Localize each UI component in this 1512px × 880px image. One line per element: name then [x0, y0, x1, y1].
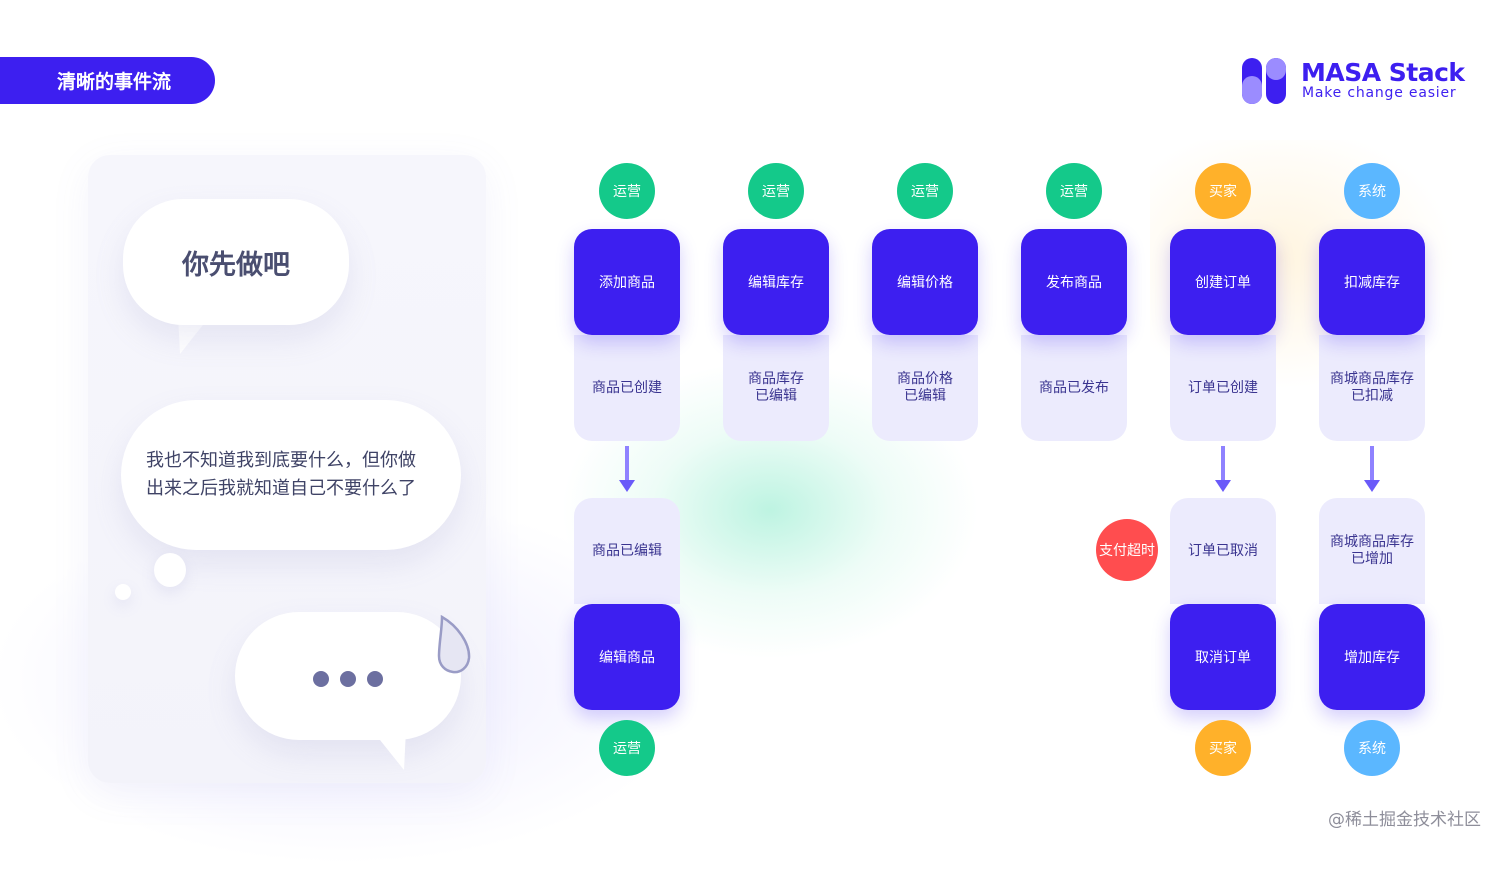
flow-arrow-down	[619, 446, 635, 492]
bubble-text: 你先做吧	[182, 249, 290, 281]
event-label: 商品价格已编辑	[897, 371, 953, 405]
command-label: 编辑价格	[897, 275, 953, 291]
speech-bubble-dont-know: 我也不知道我到底要什么，但你做 出来之后我就知道自己不要什么了	[121, 400, 461, 550]
page-title: 清晰的事件流	[0, 57, 215, 104]
bubble-tail	[178, 316, 210, 354]
domain-event: 商品库存已编辑	[723, 335, 829, 441]
command-label: 取消订单	[1195, 650, 1251, 666]
event-label: 订单已创建	[1188, 379, 1258, 396]
role-buyer: 买家	[1195, 163, 1251, 219]
event-label: 商品库存已编辑	[748, 371, 804, 405]
logo-tagline: Make change easier	[1302, 85, 1457, 101]
speech-bubble-do-it-first: 你先做吧	[123, 199, 349, 325]
event-label: 商城商品库存已增加	[1330, 534, 1414, 568]
command-label: 添加商品	[599, 275, 655, 291]
command-card: 添加商品	[574, 229, 680, 335]
bubble-tail	[372, 730, 406, 770]
event-label: 商品已创建	[592, 379, 662, 396]
logo: MASA Stack Make change easier	[1240, 56, 1470, 106]
role-operator: 运营	[1046, 163, 1102, 219]
role-system: 系统	[1344, 720, 1400, 776]
event-label-line: 商城商品库存	[1330, 534, 1414, 550]
trigger-timeout: 支付超时	[1096, 519, 1158, 581]
role-system: 系统	[1344, 163, 1400, 219]
event-label: 商品已编辑	[592, 542, 662, 559]
event-label: 商品已发布	[1039, 379, 1109, 396]
domain-event: 商品价格已编辑	[872, 335, 978, 441]
event-label-line: 已编辑	[904, 388, 946, 404]
logo-name: MASA Stack	[1301, 58, 1465, 87]
speech-bubble-ellipsis	[235, 612, 461, 740]
command-label: 编辑库存	[748, 275, 804, 291]
role-label: 系统	[1358, 741, 1386, 757]
ellipsis-dot	[313, 671, 329, 687]
command-card: 扣减库存	[1319, 229, 1425, 335]
thought-dot	[115, 584, 131, 600]
sweat-drop-icon	[437, 614, 471, 674]
role-label: 运营	[613, 741, 641, 757]
role-label: 买家	[1209, 184, 1237, 200]
command-card: 增加库存	[1319, 604, 1425, 710]
command-card: 创建订单	[1170, 229, 1276, 335]
ellipsis-dot	[367, 671, 383, 687]
event-label-line: 商品价格	[897, 371, 953, 387]
bubble-text: 我也不知道我到底要什么，但你做 出来之后我就知道自己不要什么了	[146, 447, 436, 503]
role-buyer: 买家	[1195, 720, 1251, 776]
role-label: 运营	[1060, 184, 1088, 200]
command-card: 编辑价格	[872, 229, 978, 335]
thought-dot	[154, 553, 186, 587]
role-operator: 运营	[748, 163, 804, 219]
watermark: @稀土掘金技术社区	[1328, 810, 1481, 830]
event-label-line: 已编辑	[755, 388, 797, 404]
event-label-line: 商品库存	[748, 371, 804, 387]
domain-event: 商城商品库存已扣减	[1319, 335, 1425, 441]
event-label: 商城商品库存已扣减	[1330, 371, 1414, 405]
event-label-line: 已扣减	[1351, 388, 1393, 404]
command-card: 编辑库存	[723, 229, 829, 335]
command-label: 编辑商品	[599, 650, 655, 666]
role-label: 运营	[911, 184, 939, 200]
command-card: 发布商品	[1021, 229, 1127, 335]
role-operator: 运营	[599, 720, 655, 776]
role-operator: 运营	[599, 163, 655, 219]
role-label: 运营	[762, 184, 790, 200]
command-card: 编辑商品	[574, 604, 680, 710]
command-label: 扣减库存	[1344, 275, 1400, 291]
domain-event: 订单已创建	[1170, 335, 1276, 441]
command-label: 创建订单	[1195, 275, 1251, 291]
domain-event: 商品已发布	[1021, 335, 1127, 441]
flow-arrow-down	[1215, 446, 1231, 492]
bubble-text-line: 出来之后我就知道自己不要什么了	[146, 478, 416, 499]
page-title-text: 清晰的事件流	[57, 71, 172, 93]
masa-logo-icon	[1242, 58, 1286, 104]
command-card: 取消订单	[1170, 604, 1276, 710]
trigger-label: 支付超时	[1099, 543, 1155, 559]
role-label: 系统	[1358, 184, 1386, 200]
domain-event: 商品已编辑	[574, 498, 680, 604]
event-label-line: 已增加	[1351, 551, 1393, 567]
flow-arrow-down	[1364, 446, 1380, 492]
bubble-text-line: 我也不知道我到底要什么，但你做	[146, 450, 416, 471]
event-label: 订单已取消	[1188, 542, 1258, 559]
domain-event: 订单已取消	[1170, 498, 1276, 604]
ellipsis-dot	[340, 671, 356, 687]
event-label-line: 商城商品库存	[1330, 371, 1414, 387]
role-operator: 运营	[897, 163, 953, 219]
role-label: 运营	[613, 184, 641, 200]
domain-event: 商城商品库存已增加	[1319, 498, 1425, 604]
command-label: 增加库存	[1344, 650, 1400, 666]
domain-event: 商品已创建	[574, 335, 680, 441]
role-label: 买家	[1209, 741, 1237, 757]
command-label: 发布商品	[1046, 275, 1102, 291]
